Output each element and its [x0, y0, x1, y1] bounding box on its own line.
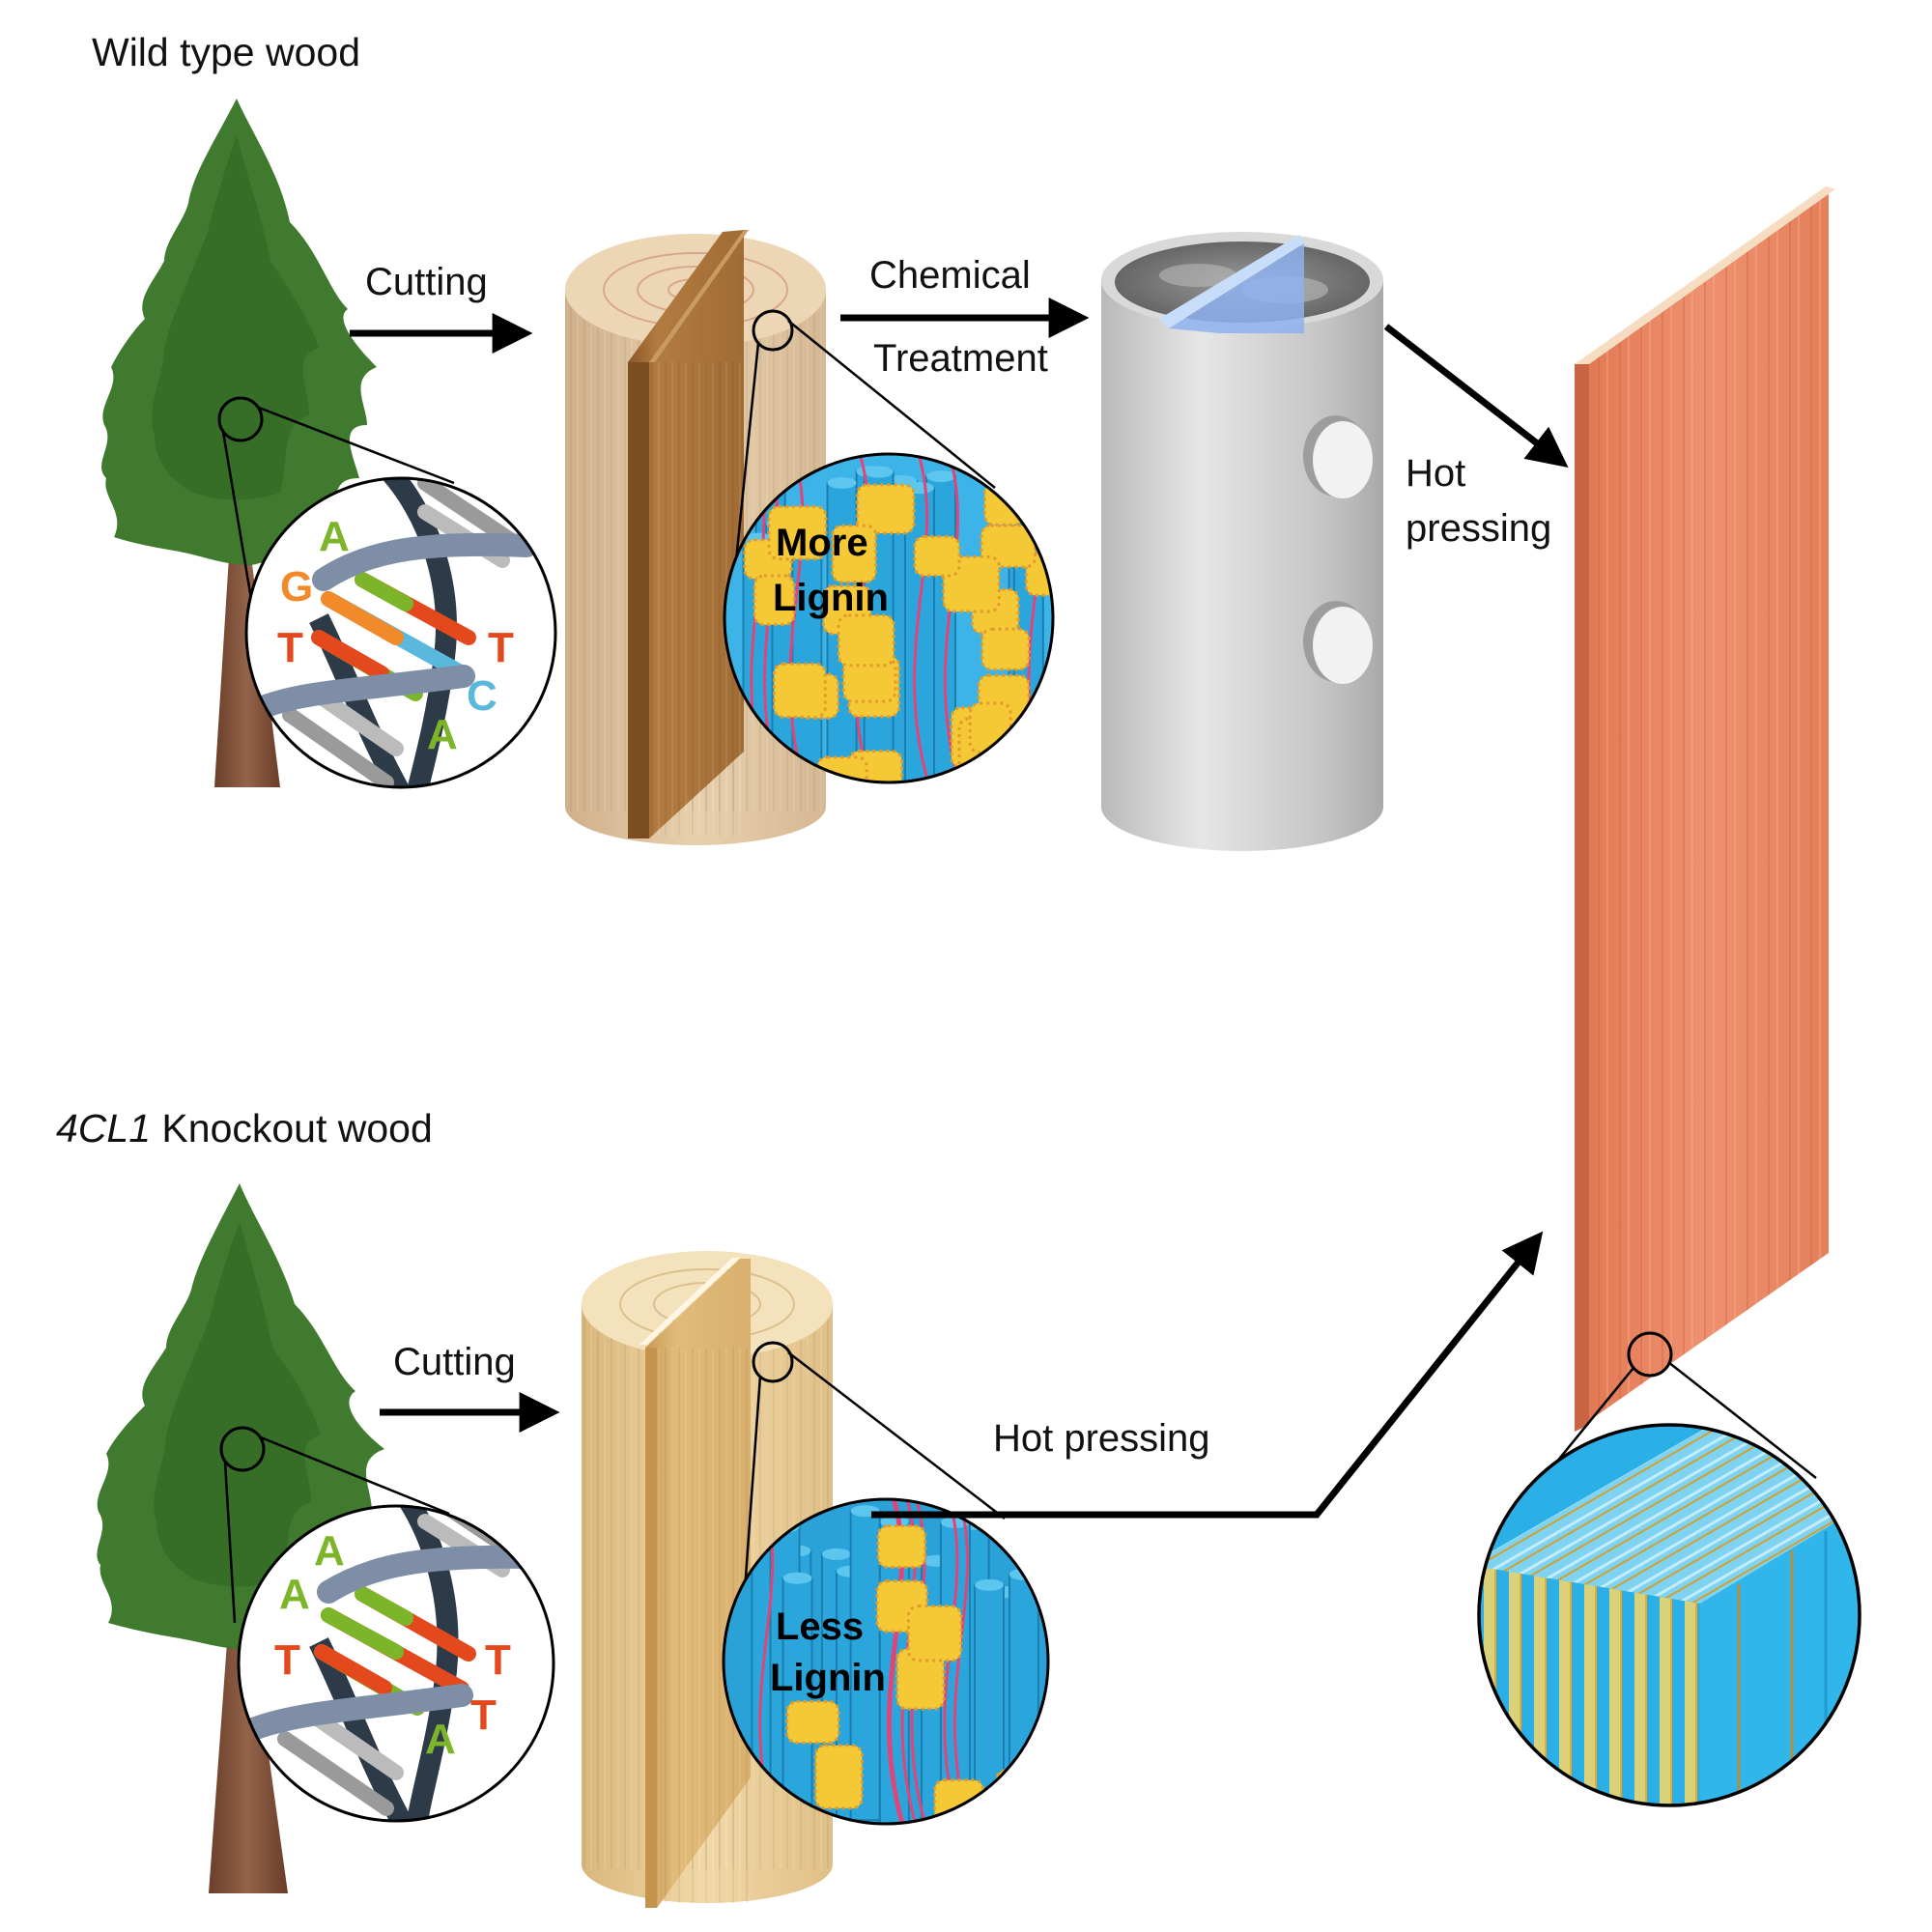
dna-base-letter: A: [319, 513, 350, 560]
wild-type-title: Wild type wood: [92, 30, 360, 74]
lignin-cluster: [855, 483, 916, 535]
tree-shadow: [154, 1222, 321, 1587]
cutting-label: Cutting: [393, 1341, 516, 1383]
knockout-title-text: Knockout wood: [161, 1106, 432, 1151]
cellulose-fibril: [974, 1583, 1006, 1824]
lignin-zoom-source: [752, 1341, 794, 1383]
zoom-line: [787, 320, 996, 489]
lignin-label-line1: Less: [776, 1605, 864, 1648]
tree-trunk: [214, 541, 280, 787]
hemicellulose-strand: [913, 454, 930, 782]
hot-pressing-label: Hot pressing: [993, 1417, 1210, 1460]
dna-inset-knockout: A A T T T A: [237, 1504, 555, 1823]
dna-base-letter: T: [470, 1691, 497, 1739]
dna-base-letter: A: [425, 1716, 456, 1763]
wild-type-tree: [101, 99, 378, 787]
less-lignin-inset: Less Lignin: [722, 1497, 1050, 1826]
tree-trunk: [209, 1642, 288, 1893]
treatment-label: Treatment: [873, 337, 1048, 380]
dna-base-letter: T: [277, 624, 303, 671]
lignin-cluster: [968, 701, 1012, 754]
dna-base-letter: A: [427, 711, 458, 758]
lignin-cluster: [753, 574, 796, 627]
zoom-line: [787, 1351, 1006, 1520]
less-lignin-border: [722, 1497, 1050, 1826]
zoom-line: [742, 1375, 762, 1605]
dna-inset-wild: A G T T C A: [244, 476, 557, 789]
lignin-cluster: [1028, 481, 1053, 535]
dna-base-letter: C: [467, 672, 497, 720]
zoom-line: [260, 1435, 450, 1516]
lignin-label-line2: Lignin: [773, 577, 889, 619]
reactor-body: [1101, 280, 1383, 851]
chemical-reactor: [1101, 232, 1383, 851]
dna-base-letter: A: [279, 1571, 310, 1618]
cut-slot: [639, 1258, 740, 1345]
dna-zoom-source: [219, 1426, 266, 1472]
dna-inset-border: [244, 476, 557, 789]
cutting-label: Cutting: [365, 261, 488, 303]
dna-base-letter: T: [274, 1636, 300, 1684]
cellulose-fibril: [939, 1520, 971, 1824]
board-edge: [1575, 364, 1589, 1432]
zoom-line: [223, 1462, 237, 1624]
densified-wood-board: [1575, 186, 1835, 1432]
zoom-line: [221, 431, 253, 600]
lignin-cluster: [932, 1778, 985, 1824]
lignin-cluster: [913, 534, 961, 578]
lignin-cluster: [772, 662, 827, 719]
dna-inset-bg: [239, 1506, 554, 1821]
hemicellulose-strand: [788, 454, 806, 782]
lignin-label-line2: Lignin: [770, 1657, 886, 1699]
lignin-cluster: [813, 1744, 864, 1810]
board-top-edge: [1575, 186, 1835, 364]
board-inset-border: [1477, 1423, 1861, 1807]
zoom-line: [258, 406, 455, 485]
more-lignin-border: [723, 452, 1055, 784]
zoom-line: [732, 342, 760, 581]
dna-base-letter: T: [488, 624, 514, 671]
lignin-cluster: [994, 1769, 1038, 1824]
dna-base-letter: T: [485, 1636, 511, 1684]
wild-type-row: Wild type wood: [92, 30, 1569, 851]
knockout-gene-name: 4CL1: [56, 1106, 151, 1151]
cellulose-fibril: [1012, 466, 1044, 778]
dna-inset-border: [237, 1504, 555, 1823]
lignin-cluster: [980, 627, 1031, 671]
hot-pressing-arrow-bottom: [871, 1231, 1544, 1519]
board-zoom-source: [1627, 1331, 1673, 1378]
lignin-cluster: [1005, 749, 1053, 782]
hot-label: Hot: [1406, 452, 1465, 495]
lignin-cluster: [980, 524, 1037, 569]
lignin-label-line1: More: [776, 522, 868, 564]
lignin-cluster: [876, 1524, 927, 1569]
dna-base-letter: G: [280, 563, 313, 611]
lignin-zoom-source: [752, 309, 794, 352]
chemical-label: Chemical: [869, 254, 1031, 297]
hot-pressing-arrow-top: [1383, 324, 1569, 469]
board-microstructure-inset: [1477, 1423, 1861, 1807]
lignin-cluster: [785, 1699, 840, 1745]
zoom-line: [1667, 1361, 1817, 1479]
lignin-cluster: [767, 504, 828, 561]
knockout-row: 4CL1 Knockout wood: [56, 1106, 1544, 1908]
tree-shadow: [152, 135, 319, 500]
pressing-label: pressing: [1406, 507, 1551, 550]
dna-zoom-source: [217, 396, 264, 442]
knockout-title: 4CL1 Knockout wood: [56, 1106, 433, 1151]
lignin-cluster: [831, 524, 878, 584]
lignin-cluster: [906, 1605, 963, 1662]
dna-base-letter: A: [314, 1527, 345, 1575]
lignin-cluster: [837, 613, 895, 668]
immersed-wood-block: [1159, 235, 1304, 328]
